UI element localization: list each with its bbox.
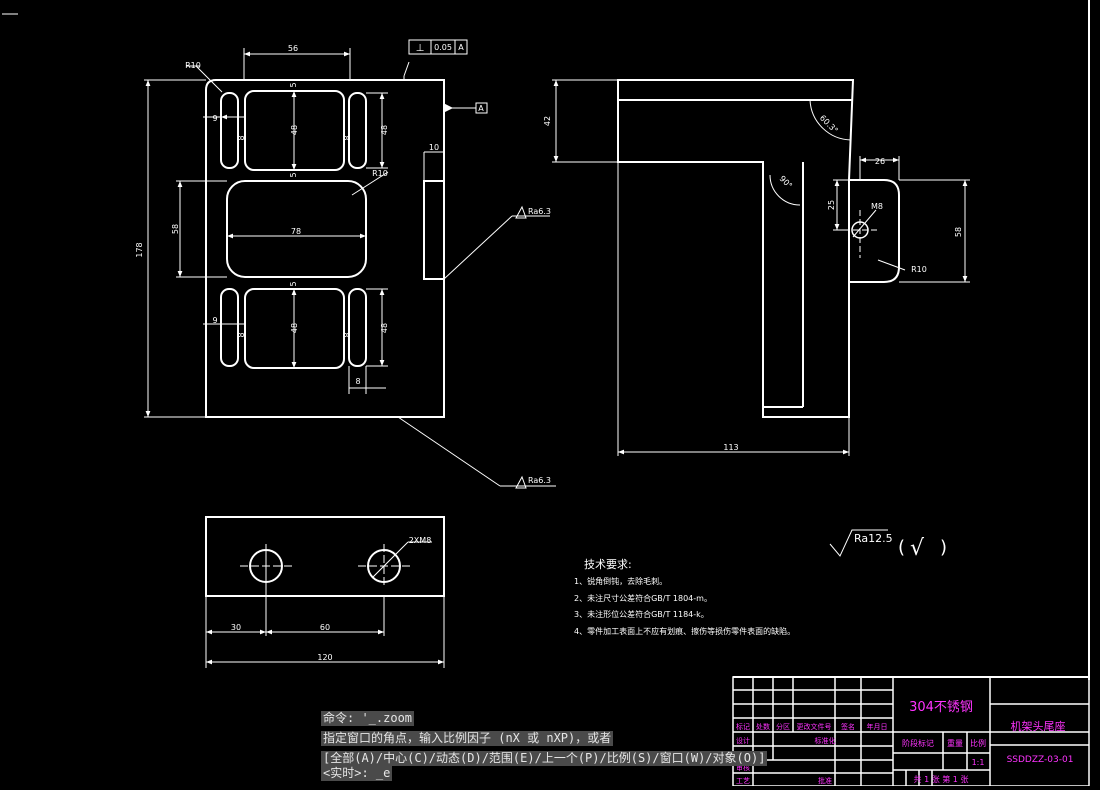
- dim-slot-gap-bottom: 8: [237, 332, 246, 337]
- svg-text:(: (: [898, 537, 905, 558]
- dim-width-top: 56: [288, 44, 298, 53]
- title-col-header-3: 分区: [776, 722, 790, 731]
- tolerance-symbol: ⊥: [416, 43, 425, 54]
- dim-edge: 30: [231, 623, 241, 632]
- command-history-2: 指定窗口的角点，输入比例因子 (nX 或 nXP)，或者: [321, 731, 614, 746]
- dim-window-width: 78: [291, 227, 301, 236]
- dim-pocket-offset-top: 5: [289, 82, 298, 87]
- tech-title: 技术要求:: [584, 558, 632, 571]
- command-history-1: 命令: '_.zoom: [321, 711, 415, 726]
- thread-label: M8: [871, 202, 883, 211]
- title-approve: 批准: [818, 776, 832, 785]
- roughness-bottom: Ra6.3: [528, 476, 551, 485]
- title-stage-mark: 阶段标记: [902, 738, 934, 748]
- dim-pocket-offset-bottom: 5: [289, 281, 298, 286]
- side-view-labels: 42 113 60.3° 90° 26 58 25 M8 R10: [543, 113, 963, 452]
- title-ratio: 比例: [970, 738, 986, 748]
- dim-slot-width-bottom: 9: [212, 316, 217, 325]
- dim-slot-width-top: 9: [212, 114, 217, 123]
- roughness-general-label: Ra12.5: [854, 532, 893, 545]
- radius-window: R10: [372, 169, 388, 178]
- title-drawing-no: SSDDZZ-03-01: [1007, 755, 1074, 765]
- title-col-header-4: 更改文件号: [797, 722, 832, 731]
- bottom-view: [205, 516, 445, 668]
- dim-slot-gap-bottom-right: 8: [343, 332, 352, 337]
- dim-top-height: 42: [543, 116, 552, 126]
- tech-item-2: 2、未注尺寸公差符合GB/T 1804-m。: [574, 593, 712, 603]
- front-view-labels: 56 178 9 8 48 5 8 48 58 78 5 5 48 9 8 8 …: [135, 43, 551, 485]
- dim-spacing: 60: [320, 623, 330, 632]
- dim-height: 178: [135, 242, 144, 257]
- dim-slot-length-bottom: 48: [380, 323, 389, 333]
- dim-slot-gap-top: 8: [237, 135, 246, 140]
- title-row-process: 工艺: [736, 777, 750, 785]
- roughness-right: Ra6.3: [528, 207, 551, 216]
- command-history-3: [全部(A)/中心(C)/动态(D)/范围(E)/上一个(P)/比例(S)/窗口…: [321, 751, 768, 766]
- title-block-text: 304不锈钢 机架头尾座 SSDDZZ-03-01 阶段标记 重量 比例 1:1…: [736, 700, 1073, 785]
- roughness-general-check: √: [910, 536, 925, 561]
- tech-item-3: 3、未注形位公差符合GB/T 1184-k。: [574, 609, 709, 619]
- general-roughness: Ra12.5 ( √ ): [829, 529, 947, 561]
- dim-slot-length-top: 48: [380, 125, 389, 135]
- title-row-review: 审核: [736, 763, 750, 772]
- tolerance-value: 0.05: [434, 43, 452, 52]
- title-row-design: 设计: [736, 736, 750, 745]
- title-part-name: 机架头尾座: [1011, 719, 1066, 733]
- svg-text:): ): [940, 537, 947, 558]
- title-weight: 重量: [947, 738, 963, 748]
- datum-label: A: [478, 104, 484, 113]
- title-col-header-2: 处数: [756, 722, 770, 731]
- radius-lug: R10: [911, 265, 927, 274]
- technical-requirements: 技术要求: 1、锐角倒钝，去除毛刺。 2、未注尺寸公差符合GB/T 1804-m…: [574, 558, 795, 636]
- dim-pocket-height-bottom: 48: [290, 323, 299, 333]
- tech-item-1: 1、锐角倒钝，去除毛刺。: [574, 576, 667, 586]
- dim-total: 120: [317, 653, 332, 662]
- command-prompt-input[interactable]: <实时>: _e: [321, 766, 393, 781]
- radius-corner: R10: [185, 61, 201, 70]
- dim-window-height: 58: [171, 224, 180, 234]
- bottom-view-labels: 2XM8 30 60 120: [231, 536, 431, 662]
- dim-slot-gap-top-right: 8: [343, 135, 352, 140]
- title-sheet-info: 共 1 张 第 1 张: [914, 774, 969, 784]
- dim-lug: 10: [429, 143, 439, 152]
- thread-label-2xm8: 2XM8: [409, 536, 432, 545]
- dim-pocket-height-top: 48: [290, 125, 299, 135]
- title-col-header-1: 标记: [736, 722, 750, 731]
- tolerance-datum: A: [458, 43, 464, 52]
- title-block: [732, 676, 1090, 787]
- title-scale: 1:1: [972, 758, 985, 767]
- title-col-header-5: 签名: [841, 722, 855, 731]
- side-view: [552, 79, 970, 456]
- dim-slot-bottom-8: 8: [355, 377, 360, 386]
- front-view: [144, 39, 556, 489]
- title-material: 304不锈钢: [909, 700, 973, 715]
- dim-hole-offset: 25: [827, 200, 836, 210]
- dim-lug-height: 58: [954, 227, 963, 237]
- title-standardization: 标准化: [815, 736, 836, 745]
- title-col-header-6: 年月日: [867, 722, 888, 731]
- dim-pocket-offset-mid: 5: [289, 172, 298, 177]
- tech-item-4: 4、零件加工表面上不应有划痕、擦伤等损伤零件表面的缺陷。: [574, 626, 795, 636]
- dim-lug-width: 26: [875, 157, 885, 166]
- dim-length: 113: [723, 443, 738, 452]
